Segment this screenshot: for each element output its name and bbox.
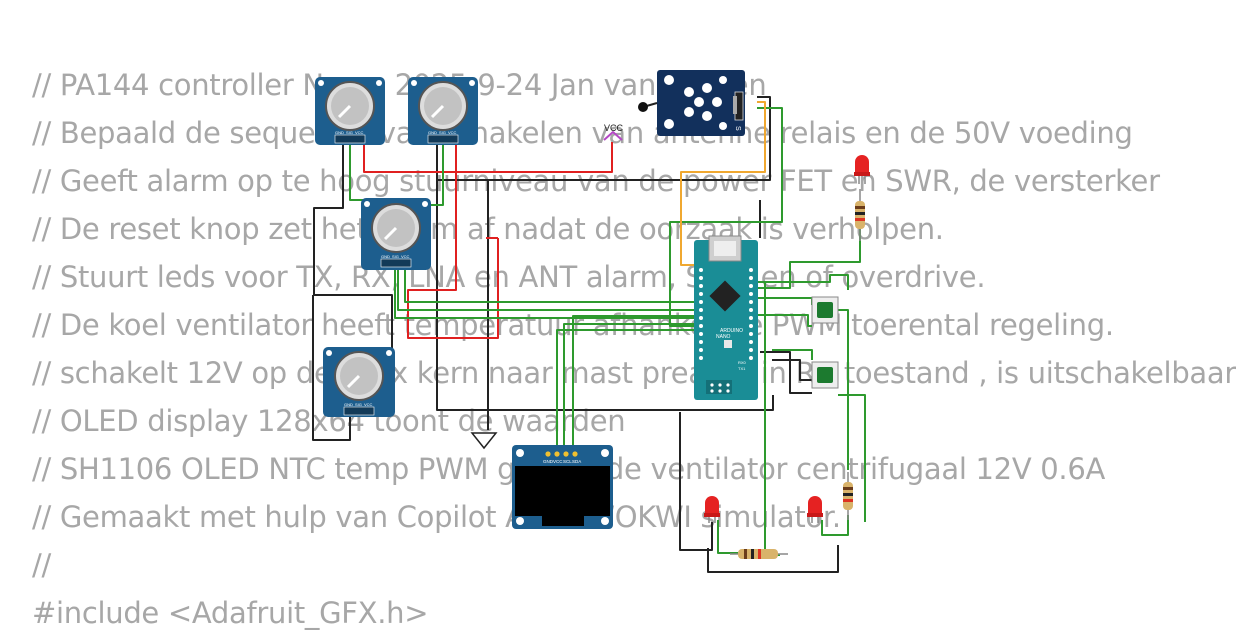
pot-pin-sig: SIG <box>439 130 446 135</box>
resistor-1 <box>855 189 865 241</box>
nano-tx-label: TX1 <box>738 366 746 371</box>
pot-pin-sig: SIG <box>355 402 362 407</box>
oled-pin-scl: SCL <box>563 459 572 464</box>
pot-pin-sig: SIG <box>346 130 353 135</box>
pot-pin-gnd: GND <box>381 254 390 259</box>
code-line-2: // Bepaald de sequentie van schakelen va… <box>32 116 1133 150</box>
nano-rx-label: RX0 <box>738 360 747 365</box>
pot-pin-vcc: VCC <box>401 254 410 259</box>
code-line-4: // De reset knop zet het alarm af nadat … <box>32 212 944 246</box>
pot-pin-gnd: GND <box>428 130 437 135</box>
reset-button[interactable] <box>811 296 839 324</box>
pot-pin-vcc: VCC <box>355 130 364 135</box>
ground-symbol <box>470 432 498 450</box>
potentiometer-3[interactable]: GND SIG VCC <box>361 198 431 270</box>
oled-display: GND VCC SCL SDA <box>512 445 613 529</box>
potentiometer-4[interactable]: GND SIG VCC <box>323 347 395 417</box>
oled-pin-sda: SDA <box>572 459 581 464</box>
ntc-sensor-module[interactable]: S <box>638 70 745 136</box>
led-3 <box>807 496 823 523</box>
pot-pin-sig: SIG <box>392 254 399 259</box>
oled-pin-gnd: GND <box>543 459 554 464</box>
resistor-3 <box>730 549 788 559</box>
potentiometer-2[interactable]: GND SIG VCC <box>408 77 478 145</box>
oled-pin-vcc: VCC <box>553 459 563 464</box>
led-2 <box>704 496 720 523</box>
pot-pin-gnd: GND <box>344 402 353 407</box>
push-button-2[interactable] <box>811 361 839 389</box>
potentiometer-1[interactable]: GND SIG VCC <box>315 77 385 145</box>
circuit-diagram: VCC GND SIG VCC GND SIG VCC GND S <box>312 70 870 573</box>
nano-model: NANO <box>716 334 731 340</box>
svg-text:S: S <box>734 126 741 131</box>
code-line-6: // De koel ventilator heeft temperatuur … <box>32 308 1114 342</box>
pot-pin-vcc: VCC <box>364 402 373 407</box>
code-line-12: #include <Adafruit_GFX.h> <box>32 596 429 630</box>
wires <box>312 96 866 573</box>
led-1 <box>854 155 870 184</box>
resistor-2 <box>843 472 853 520</box>
nano-brand: ARDUINO <box>720 328 743 334</box>
arduino-nano[interactable]: ARDUINO NANO RX0 TX1 <box>694 235 758 400</box>
vcc-label: VCC <box>604 123 624 133</box>
code-line-11: // <box>32 548 51 582</box>
pot-pin-vcc: VCC <box>448 130 457 135</box>
pot-pin-gnd: GND <box>335 130 344 135</box>
vcc-symbol: VCC <box>604 123 624 133</box>
